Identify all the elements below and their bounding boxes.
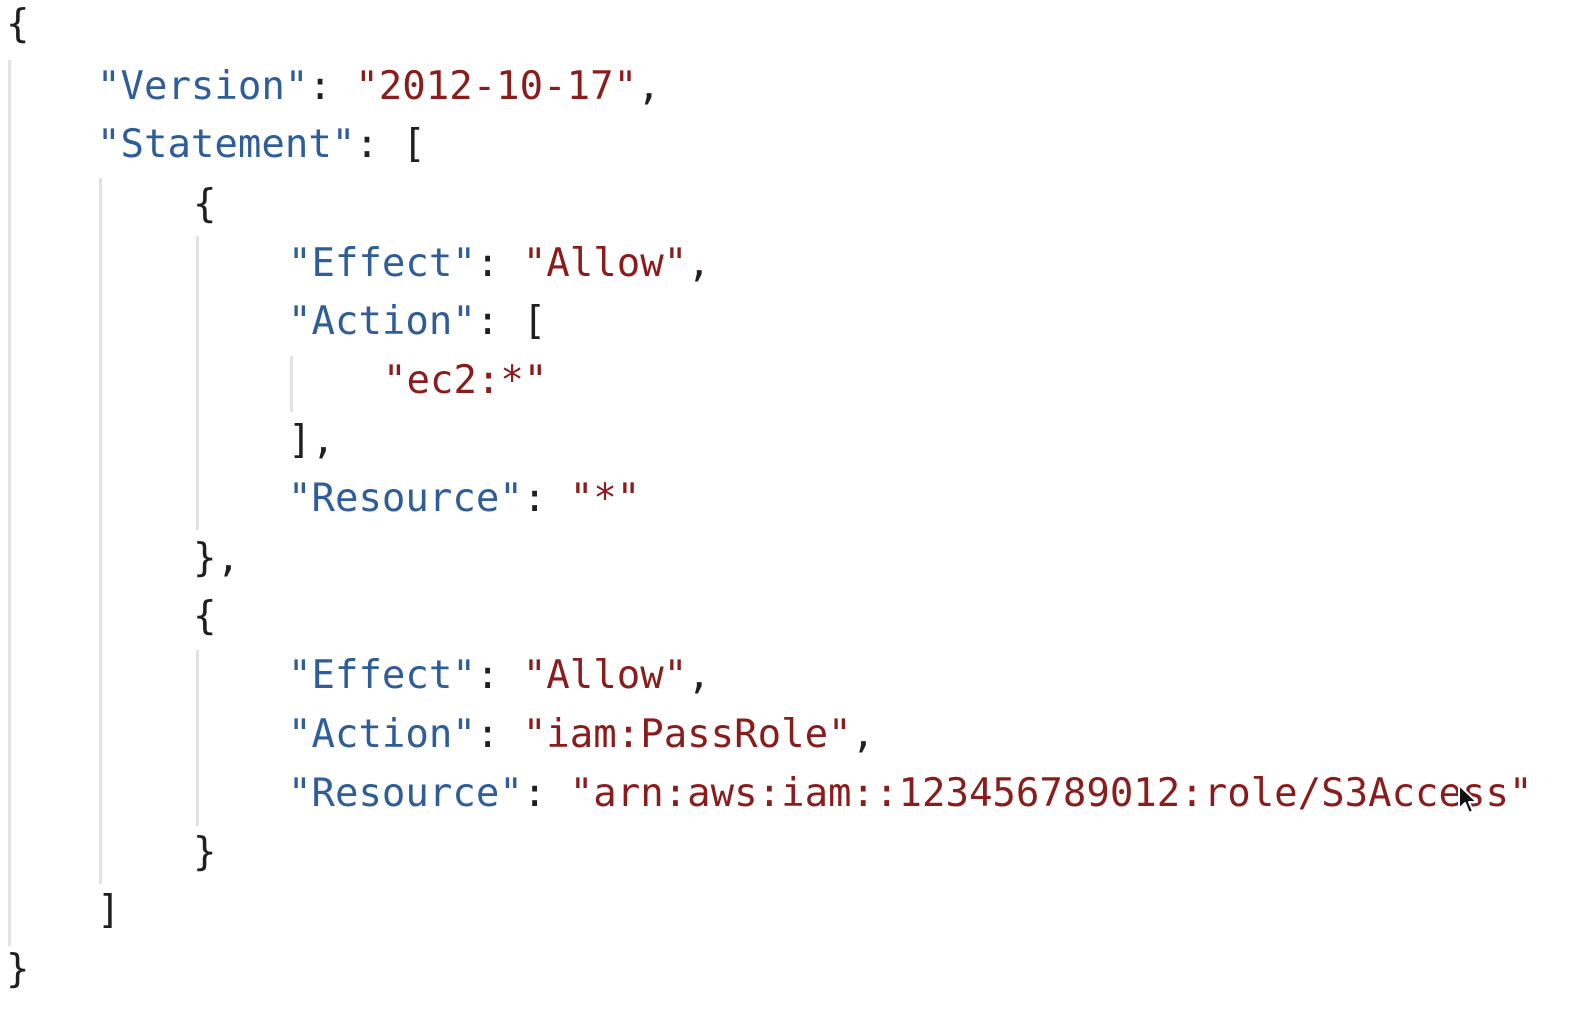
json-punctuation: ]	[97, 888, 121, 933]
code-line-close-statement: ]	[97, 881, 120, 940]
json-punctuation: :	[475, 653, 523, 698]
json-string: "Allow"	[522, 241, 688, 286]
json-punctuation: {	[193, 182, 217, 227]
json-punctuation: : [	[475, 299, 547, 344]
json-punctuation: ,	[687, 653, 711, 698]
code-line-effect-2: "Effect": "Allow",	[288, 646, 711, 705]
code-line-resource-1: "Resource": "*"	[288, 469, 640, 528]
json-string: "2012-10-17"	[355, 64, 638, 109]
json-punctuation: },	[193, 536, 240, 581]
json-punctuation: : [	[355, 122, 426, 167]
json-punctuation: ],	[288, 418, 335, 463]
json-key: "Action"	[288, 299, 476, 344]
json-punctuation: {	[6, 2, 30, 47]
code-line-action-value: "ec2:*"	[383, 351, 547, 410]
mouse-pointer-icon	[1458, 784, 1478, 814]
indent-guide-statement-1	[196, 236, 199, 530]
json-key: "Resource"	[288, 771, 523, 816]
json-punctuation: ,	[851, 712, 876, 757]
json-punctuation: ,	[687, 241, 711, 286]
indent-guide-action-array	[290, 356, 293, 412]
json-punctuation: ,	[637, 64, 661, 109]
indent-guide-statement	[99, 178, 102, 884]
code-line-action-2: "Action": "iam:PassRole",	[288, 705, 875, 764]
indent-guide-root	[8, 60, 11, 946]
json-punctuation: :	[522, 476, 570, 521]
json-string: "*"	[569, 476, 641, 521]
code-line-resource-2: "Resource": "arn:aws:iam::123456789012:r…	[288, 764, 1532, 823]
code-line-close-root: }	[6, 940, 29, 999]
code-line-close-statement-2: }	[193, 823, 216, 882]
json-key: "Statement"	[97, 122, 356, 167]
code-line-open-statement-2: {	[193, 587, 216, 646]
indent-guide-statement-2	[196, 650, 199, 826]
json-key: "Version"	[97, 64, 309, 109]
json-string: "iam:PassRole"	[522, 712, 852, 757]
code-line-open-statement-1: {	[193, 175, 216, 234]
code-line-close-action: ],	[288, 411, 335, 470]
json-punctuation: {	[193, 594, 217, 639]
json-key: "Resource"	[288, 476, 523, 521]
code-line-close-statement-1: },	[193, 529, 240, 588]
json-punctuation: :	[475, 241, 523, 286]
code-line-action-1: "Action": [	[288, 292, 546, 351]
json-string: "arn:aws:iam::123456789012:role/S3Access…	[569, 771, 1533, 816]
json-punctuation: :	[308, 64, 356, 109]
code-line-version: "Version": "2012-10-17",	[97, 57, 661, 116]
json-key: "Effect"	[288, 653, 476, 698]
json-key: "Effect"	[288, 241, 476, 286]
json-string: "Allow"	[522, 653, 688, 698]
json-punctuation: :	[475, 712, 523, 757]
json-punctuation: }	[193, 830, 217, 875]
code-line-open-root: {	[6, 0, 29, 54]
json-punctuation: }	[6, 947, 30, 992]
json-string: "ec2:*"	[383, 358, 548, 403]
code-line-statement: "Statement": [	[97, 115, 426, 174]
code-line-effect-1: "Effect": "Allow",	[288, 234, 711, 293]
json-key: "Action"	[288, 712, 476, 757]
json-punctuation: :	[522, 771, 570, 816]
